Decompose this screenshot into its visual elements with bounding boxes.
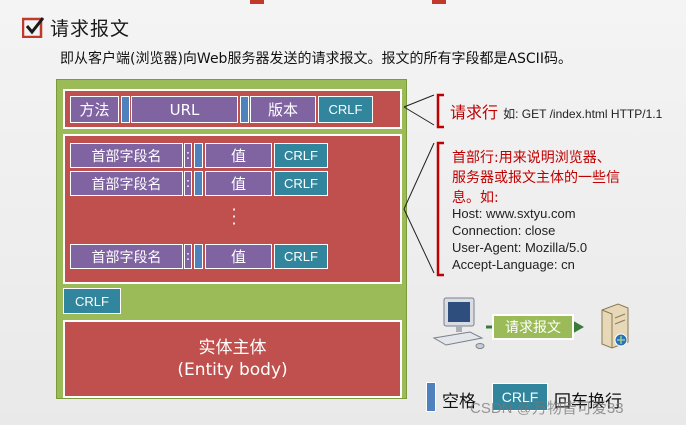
header-field-name: 首部字段名 — [70, 143, 183, 168]
header-field-name: 首部字段名 — [70, 171, 183, 196]
crlf-marker: CRLF — [274, 244, 328, 269]
header-examples: Host: www.sxtyu.com Connection: close Us… — [452, 205, 587, 273]
top-accent-left — [250, 0, 264, 4]
colon-marker: : — [184, 171, 192, 196]
entity-label-zh: 实体主体 — [198, 338, 267, 358]
description: 即从客户端(浏览器)向Web服务器发送的请求报文。报文的所有字段都是ASCII码… — [60, 51, 572, 67]
colon-marker: : — [184, 244, 192, 269]
legend-crlf-swatch: CRLF — [492, 383, 548, 411]
header-value: 值 — [205, 244, 272, 269]
entity-label-en: (Entity body) — [177, 360, 288, 380]
header-field-name: 首部字段名 — [70, 244, 183, 269]
crlf-marker: CRLF — [274, 171, 328, 196]
colon-marker: : — [184, 143, 192, 168]
space-marker — [194, 244, 203, 269]
space-marker — [240, 96, 249, 123]
server-icon — [601, 303, 629, 349]
watermark: CSDN @万物皆可爱33 — [470, 400, 624, 417]
request-line-example: 如: GET /index.html HTTP/1.1 — [503, 107, 663, 121]
legend-crlf-label: 回车换行 — [554, 392, 622, 412]
legend-space-label: 空格 — [442, 392, 476, 412]
request-message-label: 请求报文 — [492, 314, 574, 340]
header-example: Accept-Language: cn — [452, 257, 575, 272]
header-value: 值 — [205, 171, 272, 196]
header-annotation-line: 息。如: — [452, 190, 499, 206]
space-marker — [121, 96, 130, 123]
page-title: 请求报文 — [50, 18, 131, 40]
header-annotation-line: 服务器或报文主体的一些信 — [452, 170, 620, 186]
top-accent-right — [432, 0, 446, 4]
crlf-marker: CRLF — [318, 96, 373, 123]
crlf-marker: CRLF — [274, 143, 328, 168]
computer-icon — [432, 297, 485, 349]
checkbox-icon — [22, 17, 44, 38]
header-example: Connection: close — [452, 223, 556, 238]
request-line-label: 请求行 — [450, 103, 499, 122]
request-line-annotation: 请求行 如: GET /index.html HTTP/1.1 — [450, 99, 662, 123]
blank-line-crlf: CRLF — [63, 288, 121, 314]
header-value: 值 — [205, 143, 272, 168]
annotation-brackets — [403, 93, 444, 277]
header-annotation: 首部行:用来说明浏览器、 服务器或报文主体的一些信 息。如: — [452, 148, 652, 208]
header-annotation-line: 首部行:用来说明浏览器、 — [452, 150, 611, 166]
header-example: Host: www.sxtyu.com — [452, 206, 576, 221]
legend-space-swatch — [426, 382, 436, 412]
version-field: 版本 — [250, 96, 316, 123]
ellipsis-dots: ··· — [231, 200, 237, 233]
space-marker — [194, 171, 203, 196]
method-field: 方法 — [70, 96, 119, 123]
url-field: URL — [131, 96, 238, 123]
space-marker — [194, 143, 203, 168]
header-example: User-Agent: Mozilla/5.0 — [452, 240, 588, 255]
entity-body: 实体主体 (Entity body) — [63, 320, 402, 398]
